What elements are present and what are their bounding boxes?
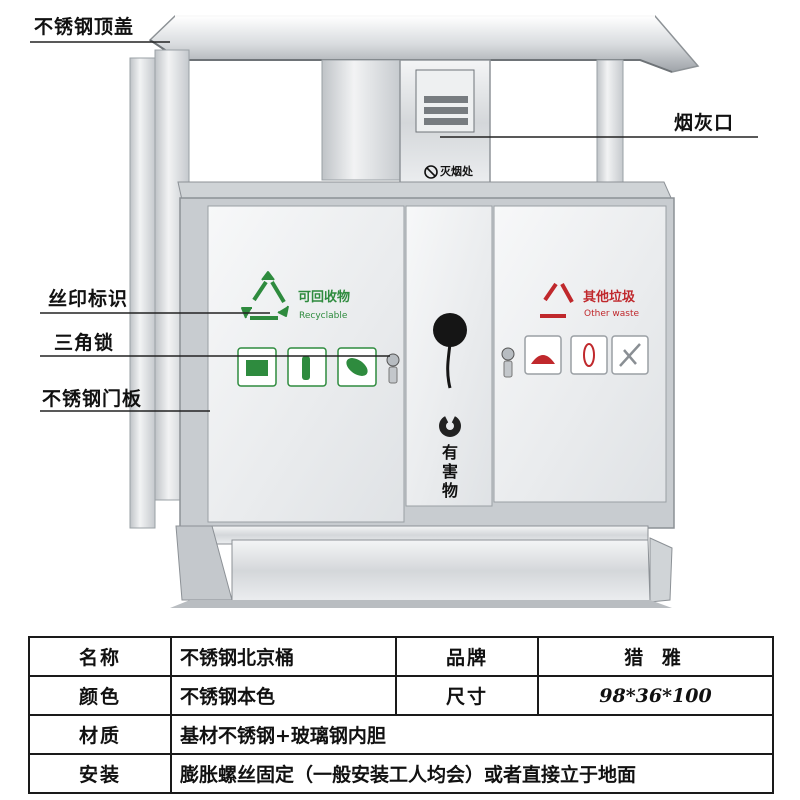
other-waste-label-en: Other waste [584,309,640,319]
apple-core-icon [570,335,608,375]
color-key: 颜色 [28,675,172,716]
recyclable-label: 可回收物 [298,289,350,305]
table-row: 材质 基材不锈钢+玻璃钢内胆 [28,714,774,755]
callout-silkscreen: 丝印标识 [48,288,129,310]
table-row: 安装 膨胀螺丝固定（一般安装工人均会）或者直接立于地面 [28,753,774,794]
other-waste-recycle-icon [540,282,574,318]
hazardous-label-2: 害 [442,462,458,481]
ashtray-box [399,59,491,187]
table-row: 颜色 不锈钢本色 尺寸 98*36*100 [28,675,774,716]
table-row: 名称 不锈钢北京桶 品牌 猎 雅 [28,636,774,677]
callout-ash-port: 烟灰口 [674,112,735,134]
hazardous-slot [433,313,467,389]
recycle-icon [241,271,289,320]
spec-table: 名称 不锈钢北京桶 品牌 猎 雅 颜色 不锈钢本色 尺寸 98*36*100 材… [28,636,774,794]
name-value: 不锈钢北京桶 [170,636,397,677]
material-value: 基材不锈钢+玻璃钢内胆 [170,714,774,755]
no-smoking-icon [424,165,438,179]
callout-lines [30,41,758,412]
install-key: 安装 [28,753,172,794]
right-lock [501,347,515,378]
brand-key: 品牌 [395,636,539,677]
recyclable-label-en: Recyclable [299,311,348,321]
hazardous-label-1: 有 [442,443,458,462]
brand-value: 猎 雅 [537,636,774,677]
left-lock [386,353,400,384]
color-value: 不锈钢本色 [170,675,397,716]
size-value: 98*36*100 [537,675,774,716]
size-key: 尺寸 [395,675,539,716]
hazardous-icon [439,414,461,437]
hazardous-label-3: 物 [442,481,458,500]
bin-base [170,525,673,608]
install-value: 膨胀螺丝固定（一般安装工人均会）或者直接立于地面 [170,753,774,794]
callout-lock: 三角锁 [54,332,115,354]
other-waste-label: 其他垃圾 [583,289,636,305]
right-post [596,59,624,193]
product-photo: 可回收物 Recyclable 有 害 物 [30,15,758,608]
callout-door-panel: 不锈钢门板 [42,388,143,410]
trash-bin-illustration: 可回收物 Recyclable 有 害 物 [30,15,758,608]
no-smoking-sign: 灭烟处 [440,165,473,178]
material-key: 材质 [28,714,172,755]
name-key: 名称 [28,636,172,677]
callout-top-cover: 不锈钢顶盖 [34,16,135,38]
center-column [321,59,403,181]
